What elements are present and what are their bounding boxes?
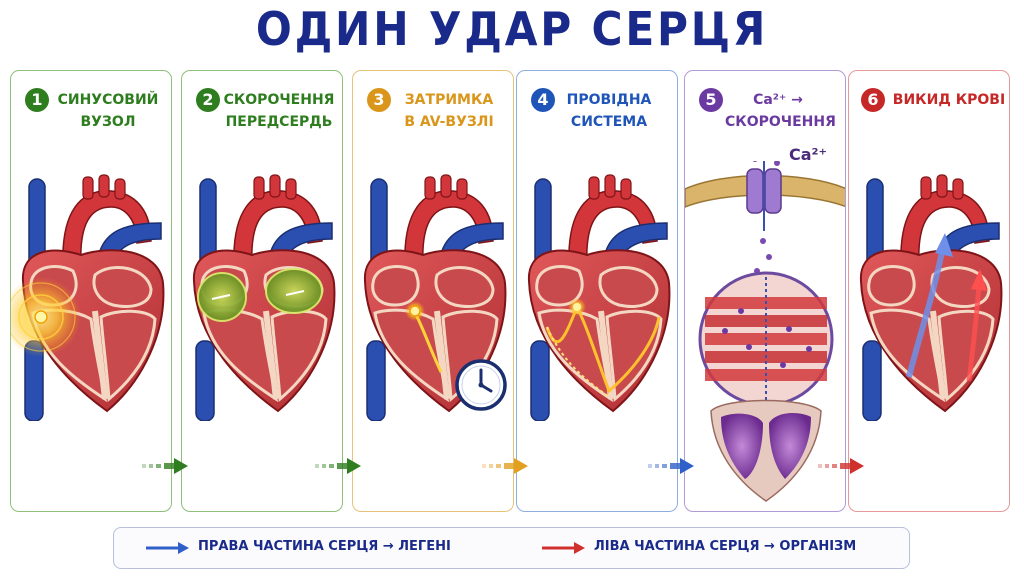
heart-illustration bbox=[849, 167, 1010, 427]
step-number-badge: 5 bbox=[699, 88, 723, 112]
arrow-right-icon bbox=[482, 456, 532, 476]
clock-icon bbox=[455, 359, 507, 411]
arrow-right-icon bbox=[648, 456, 698, 476]
panel-blood-ejection: 6 ВИКИД КРОВІ bbox=[848, 70, 1010, 512]
step-title: СИНУСОВИЙ ВУЗОЛ bbox=[53, 89, 163, 133]
legend-left-side: ЛІВА ЧАСТИНА СЕРЦЯ → ОРГАНІЗМ bbox=[594, 539, 857, 554]
arrow-right-icon bbox=[818, 456, 868, 476]
heart-illustration bbox=[11, 167, 172, 427]
step-title-line1: ЗАТРИМКА bbox=[404, 92, 494, 108]
arrow-right-icon bbox=[142, 456, 192, 476]
red-arrow-icon bbox=[542, 542, 585, 554]
legend-right-side: ПРАВА ЧАСТИНА СЕРЦЯ → ЛЕГЕНІ bbox=[198, 539, 451, 554]
panel-calcium-contraction: 5 Ca²⁺ → СКОРОЧЕННЯ Ca²⁺ bbox=[684, 70, 846, 512]
sarcomere bbox=[698, 271, 834, 407]
step-number-badge: 3 bbox=[367, 88, 391, 112]
blue-arrow-icon bbox=[146, 542, 189, 554]
step-title: ЗАТРИМКА В AV-ВУЗЛІ bbox=[393, 89, 505, 133]
calcium-label: Ca²⁺ bbox=[789, 145, 827, 164]
step-title-line2: ПЕРЕДСЕРДЬ bbox=[225, 114, 333, 130]
heart-illustration bbox=[353, 167, 514, 427]
step-number-badge: 2 bbox=[196, 88, 220, 112]
step-title-line1: СКОРОЧЕННЯ bbox=[223, 92, 335, 108]
step-title: ПРОВІДНА СИСТЕМА bbox=[559, 89, 659, 133]
calcium-channel bbox=[685, 161, 845, 502]
step-title-line1: ВИКИД КРОВІ bbox=[892, 92, 1006, 108]
step-title-line2: СКОРОЧЕННЯ bbox=[725, 114, 836, 130]
heart-illustration bbox=[517, 167, 678, 427]
step-number-badge: 4 bbox=[531, 88, 555, 112]
step-number-badge: 6 bbox=[861, 88, 885, 112]
step-title: Ca²⁺ → СКОРОЧЕННЯ bbox=[725, 89, 836, 133]
step-title-line1: Ca²⁺ → bbox=[753, 92, 803, 108]
heart-illustration bbox=[182, 167, 343, 427]
step-title: СКОРОЧЕННЯ ПЕРЕДСЕРДЬ bbox=[222, 89, 336, 133]
step-number-badge: 1 bbox=[25, 88, 49, 112]
step-title-line2: СИСТЕМА bbox=[570, 114, 648, 130]
arrow-right-icon bbox=[315, 456, 365, 476]
panel-sinus-node: 1 СИНУСОВИЙ ВУЗОЛ bbox=[10, 70, 172, 512]
legend: ПРАВА ЧАСТИНА СЕРЦЯ → ЛЕГЕНІ ЛІВА ЧАСТИН… bbox=[113, 527, 910, 569]
step-title-line2: ВУЗОЛ bbox=[80, 114, 136, 130]
step-title-line1: СИНУСОВИЙ bbox=[57, 92, 159, 108]
panel-av-delay: 3 ЗАТРИМКА В AV-ВУЗЛІ bbox=[352, 70, 514, 512]
panel-conduction-system: 4 ПРОВІДНА СИСТЕМА bbox=[516, 70, 678, 512]
step-title: ВИКИД КРОВІ bbox=[891, 89, 1007, 111]
step-title-line1: ПРОВІДНА bbox=[566, 92, 652, 108]
panel-atrial-contraction: 2 СКОРОЧЕННЯ ПЕРЕДСЕРДЬ bbox=[181, 70, 343, 512]
step-title-line2: В AV-ВУЗЛІ bbox=[404, 114, 494, 130]
page-title: ОДИН УДАР СЕРЦЯ bbox=[255, 2, 769, 56]
